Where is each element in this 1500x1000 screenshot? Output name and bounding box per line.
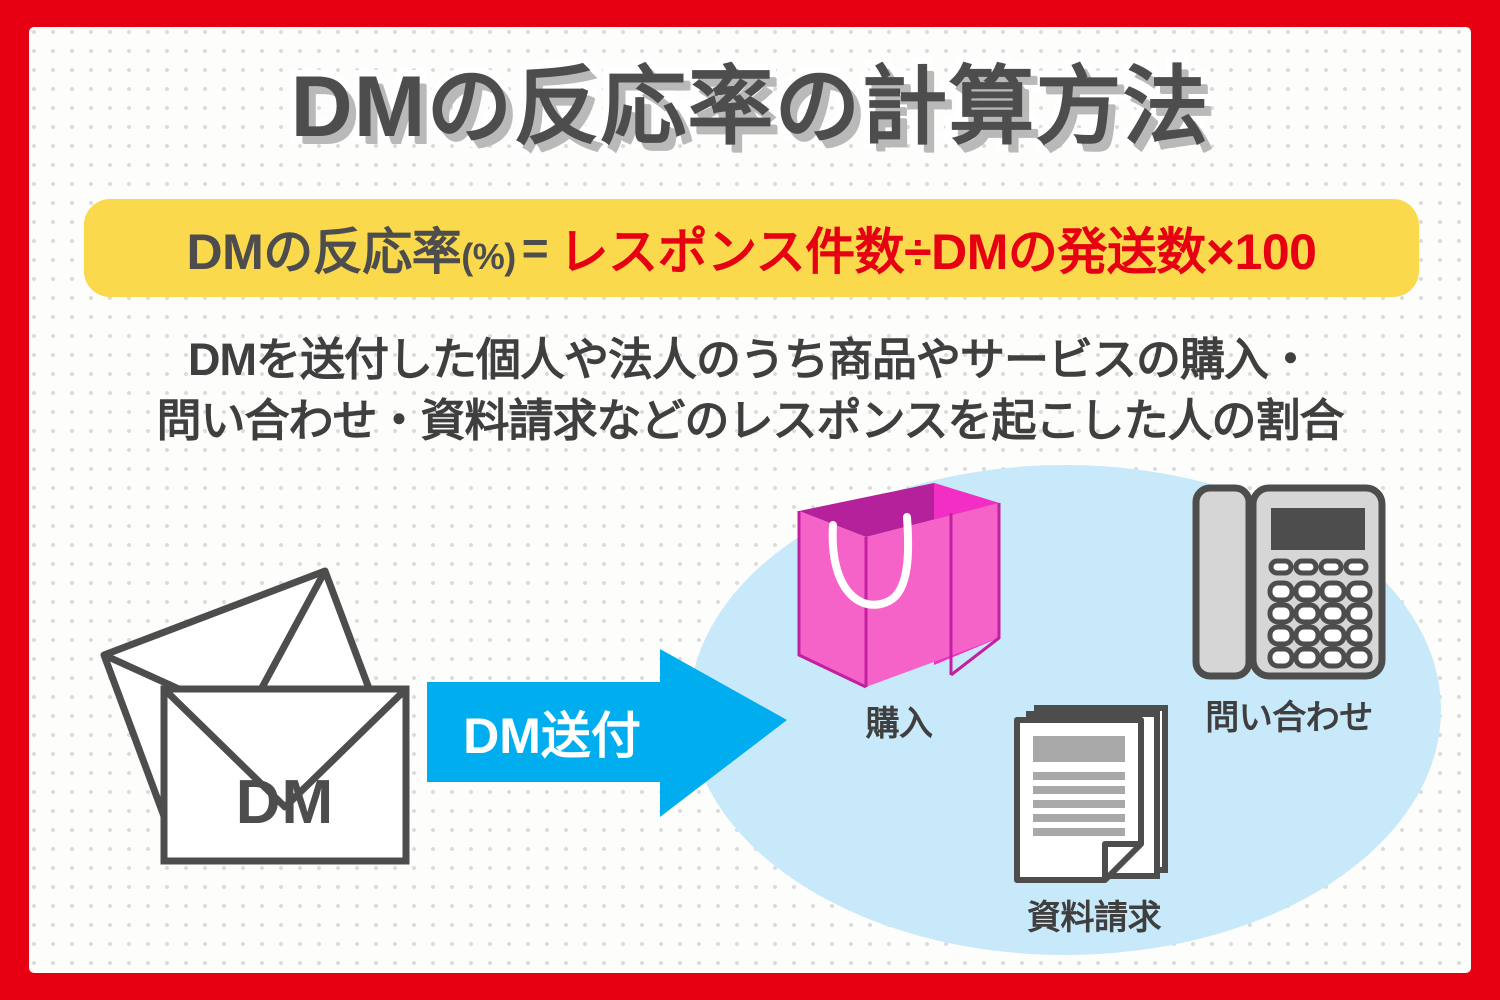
shopping-bag-icon	[784, 475, 1014, 690]
page-title-area: DMの反応率の計算方法	[29, 55, 1471, 159]
description-line-2: 問い合わせ・資料請求などのレスポンスを起こした人の割合	[156, 394, 1344, 446]
formula-percent-unit: (%)	[461, 236, 516, 277]
documents-icon	[974, 702, 1214, 884]
formula-equals-sign: =	[521, 222, 549, 274]
response-caption-inquiry: 問い合わせ	[1205, 699, 1373, 737]
description-line-1: DMを送付した個人や法人のうち商品やサービスの購入・	[188, 334, 1313, 385]
envelope-label: DM	[235, 768, 335, 837]
arrow-label: DM送付	[463, 708, 641, 764]
response-item-document-request: 資料請求	[974, 702, 1214, 939]
response-caption-document-request: 資料請求	[1027, 899, 1162, 937]
formula-box: DMの反応率(%) = レスポンス件数÷DMの発送数×100	[84, 199, 1419, 297]
page-title: DMの反応率の計算方法	[284, 55, 1215, 159]
telephone-icon	[1149, 482, 1429, 682]
response-caption-purchase: 購入	[865, 705, 934, 743]
right-arrow-icon	[394, 619, 794, 819]
formula-left-text: DMの反応率	[186, 224, 462, 280]
response-item-inquiry: 問い合わせ	[1149, 482, 1429, 739]
envelope-front-shape	[160, 685, 410, 865]
envelope-icon: DM	[69, 527, 429, 877]
formula-right-expression: レスポンス件数÷DMの発送数×100	[558, 224, 1317, 280]
response-item-purchase: 購入	[784, 475, 1014, 745]
formula-left-label: DMの反応率(%)	[186, 212, 517, 284]
dotted-canvas: DMの反応率の計算方法 DMの反応率(%) = レスポンス件数÷DMの発送数×1…	[29, 27, 1471, 973]
description-block: DMを送付した個人や法人のうち商品やサービスの購入・ 問い合わせ・資料請求などの…	[29, 330, 1471, 452]
